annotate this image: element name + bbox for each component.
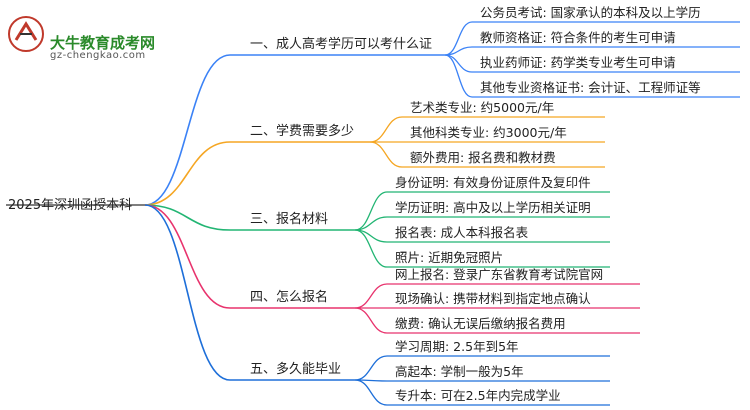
leaf-label: 教师资格证: 符合条件的考生可申请: [480, 30, 676, 45]
branch-connector: [144, 204, 231, 231]
leaf-label: 网上报名: 登录广东省教育考试院官网: [395, 267, 604, 282]
logo-icon: [8, 16, 44, 52]
leaf-label: 学历证明: 高中及以上学历相关证明: [395, 200, 591, 215]
leaf-label: 现场确认: 携带材料到指定地点确认: [395, 291, 591, 306]
leaf-connector: [354, 379, 388, 406]
logo-url: gz-chengkao.com: [50, 50, 146, 61]
branch-connector: [144, 204, 231, 381]
leaf-label: 报名表: 成人本科报名表: [395, 225, 529, 240]
leaf-label: 照片: 近期免冠照片: [395, 250, 504, 265]
leaf-connector: [354, 191, 388, 231]
leaf-connector: [444, 54, 473, 98]
logo-name: 大牛教育成考网: [50, 34, 156, 52]
leaf-label: 其他科类专业: 约3000元/年: [410, 125, 567, 140]
leaf-label: 高起本: 学制一般为5年: [395, 364, 524, 379]
leaf-connector: [354, 229, 388, 268]
root-node: 2025年深圳函授本科: [8, 198, 133, 213]
leaf-label: 专升本: 可在2.5年内完成学业: [395, 388, 561, 403]
branch-label: 二、学费需要多少: [250, 124, 355, 139]
branch-connector: [144, 204, 231, 309]
branch-label: 三、报名材料: [250, 212, 329, 227]
leaf-label: 缴费: 确认无误后缴纳报名费用: [395, 316, 566, 331]
branch-label: 五、多久能毕业: [250, 362, 342, 377]
leaf-label: 艺术类专业: 约5000元/年: [410, 100, 555, 115]
leaf-label: 学习周期: 2.5年到5年: [395, 339, 519, 354]
leaf-connector: [369, 141, 403, 168]
leaf-label: 身份证明: 有效身份证原件及复印件: [395, 175, 591, 190]
leaf-label: 其他专业资格证书: 会计证、工程师证等: [480, 80, 701, 95]
leaf-connector: [354, 355, 388, 381]
leaf-connector: [354, 283, 388, 309]
leaf-label: 公务员考试: 国家承认的本科及以上学历: [480, 5, 701, 20]
branch-label: 一、成人高考学历可以考什么证: [250, 37, 433, 52]
leaf-connector: [369, 116, 403, 143]
site-logo[interactable]: 大牛教育成考网 gz-chengkao.com: [6, 14, 176, 61]
leaf-connector: [354, 307, 388, 334]
leaf-label: 额外费用: 报名费和教材费: [410, 150, 556, 165]
leaf-label: 执业药师证: 药学类专业考生可申请: [480, 55, 676, 70]
branch-connector: [144, 54, 231, 206]
branch-label: 四、怎么报名: [250, 290, 329, 305]
leaf-connector: [444, 54, 473, 73]
leaf-connector: [444, 21, 473, 56]
branch-connector: [144, 141, 231, 206]
